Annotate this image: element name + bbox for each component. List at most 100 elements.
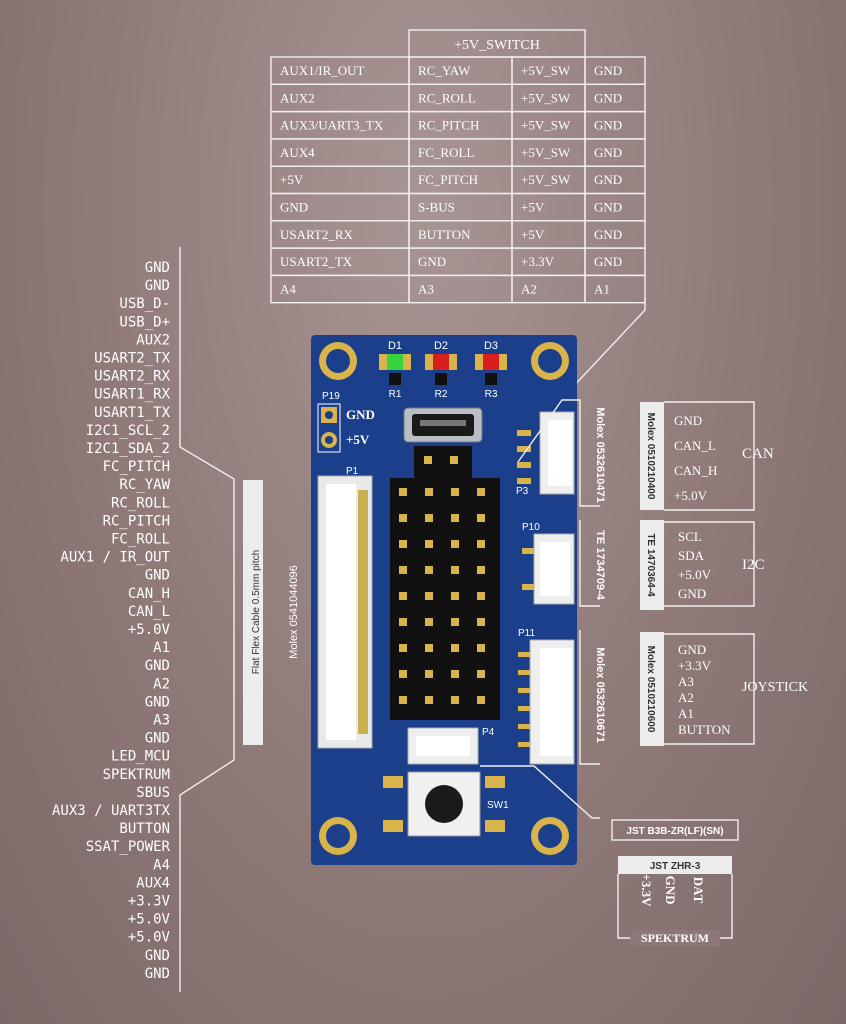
left-pin-label: GND [145,658,170,674]
header-pin [451,566,459,574]
table-cell-text: +5V_SW [521,118,571,133]
p4-label: P4 [482,727,495,738]
sw1-label: SW1 [487,800,509,811]
header-pin [450,456,458,464]
left-pin-label: AUX2 [136,332,170,348]
can-title: CAN [742,446,774,462]
joystick-pin-label: A3 [678,674,694,689]
resistor-icon [485,373,497,385]
left-pin-label: A1 [153,640,170,656]
left-pin-label: +5.0V [128,912,171,928]
table-cell-text: +5V_SW [521,90,571,105]
table-cell-text: FC_ROLL [418,145,474,160]
resistor-icon [435,373,447,385]
table-cell-text: RC_YAW [418,63,471,78]
table-header: +5V_SWITCH [454,38,540,53]
ffc-label: Flat Flex Cable 0.5mm pitch [251,550,262,675]
header-pin [451,670,459,678]
left-pin-label: RC_PITCH [103,513,170,529]
resistor-label: R1 [389,389,402,400]
p11-label: P11 [518,628,535,639]
table-cell-text: GND [594,200,622,215]
spektrum-pin-label: +3.3V [639,873,654,907]
table-cell-text: BUTTON [418,227,471,242]
i2c-callout: TE 1734709-4 TE 1470364-4 SCLSDA+5.0VGND… [579,520,765,610]
left-pin-label: FC_PITCH [103,459,170,475]
resistor-label: R3 [485,389,498,400]
header-pin [477,618,485,626]
left-pin-label: GND [145,278,170,294]
table-cell-text: A2 [521,281,537,296]
table-cell-text: AUX2 [280,90,315,105]
left-pin-label: BUTTON [119,821,170,837]
can-pin-label: CAN_H [674,463,717,478]
ffc-connector [317,475,373,749]
p1-label: P1 [346,466,359,477]
p1-part-label: Molex 0541044096 [288,565,300,659]
led-label: D2 [434,340,448,352]
table-cell-text: GND [418,254,446,269]
header-pin [425,592,433,600]
header-pin [399,540,407,548]
header-pin [425,670,433,678]
can-pin-label: +5.0V [674,488,708,503]
header-pin [399,592,407,600]
p10-label: P10 [522,522,540,533]
spektrum-title: SPEKTRUM [641,931,709,945]
left-pin-label: USART2_TX [94,351,170,367]
p10-connector [522,533,575,605]
left-pin-label: SSAT_POWER [86,839,171,855]
left-pin-label: USART1_RX [94,387,170,403]
header-pin [399,696,407,704]
header-pin [477,540,485,548]
spektrum-pin-label: DAT [691,877,706,904]
header-pin [477,592,485,600]
joystick-pin-label: A2 [678,690,694,705]
p19-label: P19 [322,391,340,402]
i2c-mating-part: TE 1470364-4 [645,533,656,597]
mounting-hole-icon [319,342,569,855]
table-cell-text: +5V [521,200,545,215]
led-icon [387,354,403,370]
i2c-pin-label: GND [678,586,706,601]
i2c-pin-label: +5.0V [678,567,712,582]
table-cell-text: GND [594,227,622,242]
left-pin-label: SPEKTRUM [103,767,170,783]
led-icon [433,354,449,370]
header-pin [477,670,485,678]
p19-header [317,403,341,453]
table-cell-text: +3.3V [521,254,555,269]
header-pin [399,618,407,626]
push-button-icon [383,771,505,837]
left-pin-label: I2C1_SCL_2 [86,423,170,439]
header-pin [399,670,407,678]
p3-label: P3 [516,486,529,497]
can-mating-part: Molex 0510210400 [645,413,656,500]
left-pin-label: GND [145,568,170,584]
mini-usb-connector-icon [403,407,483,443]
p3-connector [517,411,575,495]
left-pin-label: LED_MCU [111,749,170,765]
header-pin [425,566,433,574]
header-pin [399,566,407,574]
table-cell-text: S-BUS [418,200,455,215]
header-pin [451,514,459,522]
left-pin-label: USART2_RX [94,369,170,385]
spektrum-part: JST ZHR-3 [650,861,701,872]
header-pin [451,696,459,704]
header-pin [425,644,433,652]
left-pin-label: A4 [153,857,170,873]
left-pin-label: FC_ROLL [111,532,170,548]
left-pin-label: GND [145,260,170,276]
table-cell-text: RC_PITCH [418,118,479,133]
left-pin-label: +5.0V [128,622,171,638]
table-cell-text: +5V [521,227,545,242]
joystick-pin-label: +3.3V [678,658,712,673]
header-pin [399,488,407,496]
left-pin-label: I2C1_SDA_2 [86,441,170,457]
can-pin-label: GND [674,413,702,428]
table-cell-text: GND [280,200,308,215]
table-cell-text: GND [594,254,622,269]
